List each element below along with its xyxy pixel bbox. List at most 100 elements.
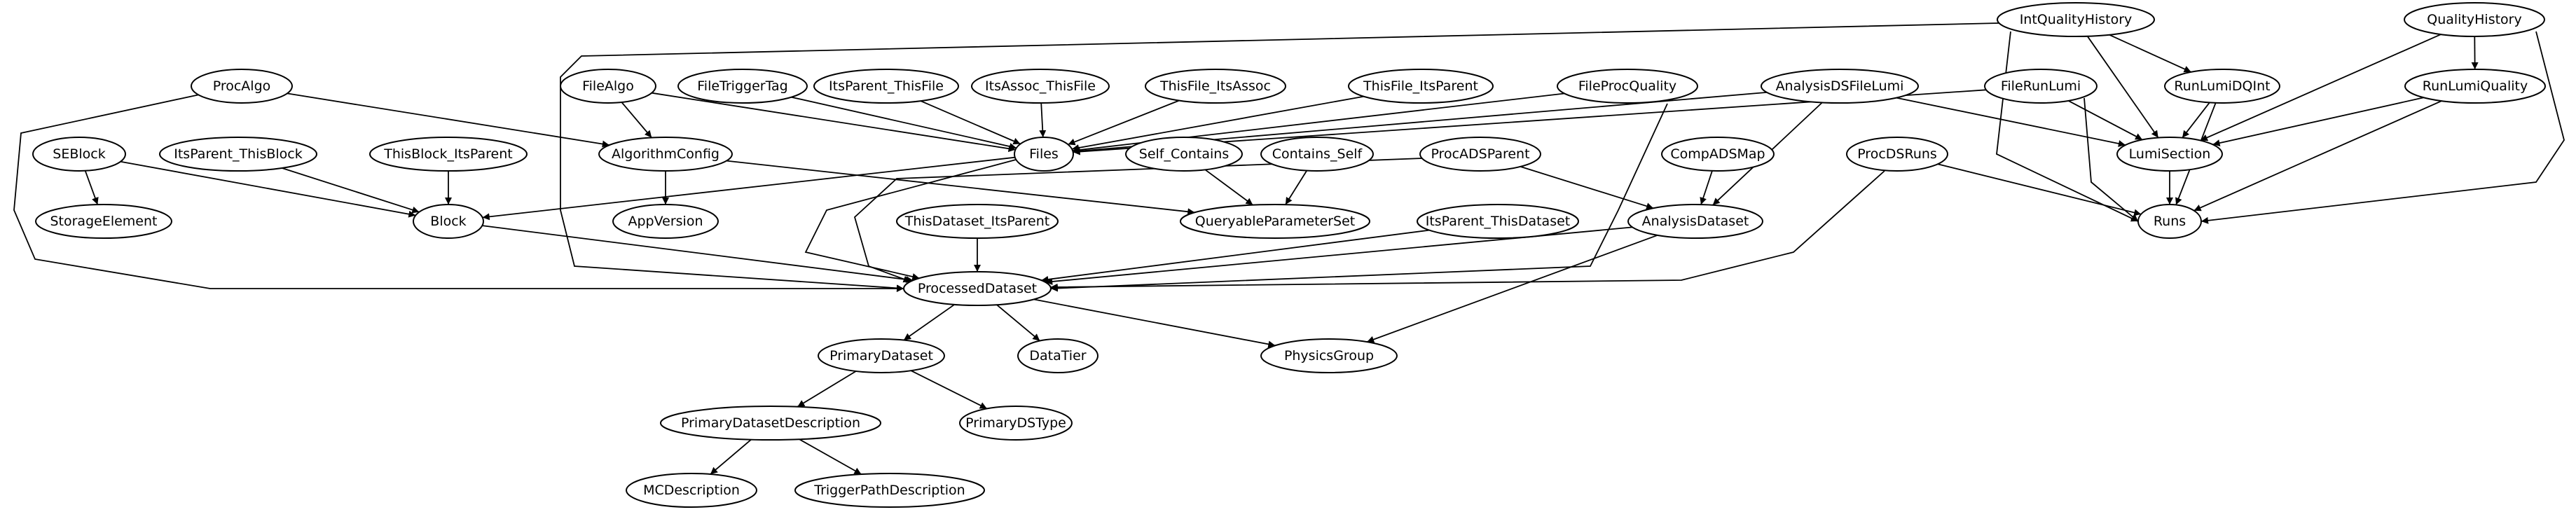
edge-procdsruns-to-runs: [1937, 163, 2142, 216]
node-datatier[interactable]: DataTier: [1017, 338, 1098, 373]
node-triggerpathdescription[interactable]: TriggerPathDescription: [794, 473, 985, 508]
node-ellipse: [159, 137, 317, 172]
node-ellipse: [2116, 137, 2223, 172]
edge-contains-self-to-queryableparameterset: [1285, 170, 1308, 205]
node-procadsparent[interactable]: ProcADSParent: [1419, 137, 1541, 172]
node-ellipse: [1260, 137, 1374, 172]
node-fileprocquality[interactable]: FileProcQuality: [1557, 69, 1698, 104]
node-thisblock-itsparent[interactable]: ThisBlock_ItsParent: [369, 137, 528, 172]
node-thisdataset-itsparent[interactable]: ThisDataset_ItsParent: [896, 204, 1059, 239]
node-thisfile-itsparent[interactable]: ThisFile_ItsParent: [1348, 69, 1494, 104]
node-runlumiquality[interactable]: RunLumiQuality: [2404, 69, 2546, 104]
edge-runlumidqint-to-lumisection: [2182, 102, 2210, 139]
node-label: AnalysisDSFileLumi: [1776, 78, 1904, 94]
edge-line: [282, 167, 420, 214]
edge-line: [726, 160, 1195, 216]
edge-line: [1366, 234, 1658, 343]
node-filetriggertag[interactable]: FileTriggerTag: [677, 69, 808, 104]
node-mcdescription[interactable]: MCDescription: [626, 473, 757, 508]
edge-intqualityhistory-to-processeddataset: [560, 22, 1999, 292]
edge-compadsmap-to-analysisdataset: [1700, 170, 1713, 205]
node-filerunlumi[interactable]: FileRunLumi: [1984, 69, 2098, 104]
node-label: Contains_Self: [1272, 146, 1363, 162]
node-analysisdataset[interactable]: AnalysisDataset: [1627, 204, 1763, 239]
edge-intqualityhistory-to-runlumidqint: [2109, 34, 2191, 73]
node-ellipse: [1419, 137, 1541, 172]
node-procdsruns[interactable]: ProcDSRuns: [1846, 137, 1948, 172]
node-ellipse: [369, 137, 528, 172]
edge-seblock-to-block: [120, 160, 416, 218]
node-label: ProcAlgo: [213, 78, 271, 94]
node-label: Runs: [2154, 214, 2186, 229]
node-thisfile-itsassoc[interactable]: ThisFile_ItsAssoc: [1145, 69, 1286, 104]
node-itsparent-thisdataset[interactable]: ItsParent_ThisDataset: [1417, 204, 1579, 239]
node-algorithmconfig[interactable]: AlgorithmConfig: [598, 137, 733, 172]
node-ellipse: [1145, 69, 1286, 104]
edge-line: [910, 370, 988, 410]
node-intqualityhistory[interactable]: IntQualityHistory: [1997, 2, 2155, 37]
node-label: IntQualityHistory: [2020, 12, 2133, 27]
node-physicsgroup[interactable]: PhysicsGroup: [1260, 338, 1398, 373]
node-ellipse: [2164, 69, 2280, 104]
node-label: CompADSMap: [1670, 146, 1765, 162]
node-seblock[interactable]: SEBlock: [32, 137, 126, 172]
node-block[interactable]: Block: [413, 204, 484, 239]
node-label: FileProcQuality: [1578, 78, 1676, 94]
edge-procalgo-to-algorithmconfig: [287, 92, 609, 148]
node-compadsmap[interactable]: CompADSMap: [1661, 137, 1775, 172]
node-itsassoc-thisfile[interactable]: ItsAssoc_ThisFile: [971, 69, 1110, 104]
node-itsparent-thisblock[interactable]: ItsParent_ThisBlock: [159, 137, 317, 172]
edge-line: [2109, 34, 2191, 73]
node-primarydataset[interactable]: PrimaryDataset: [818, 338, 945, 373]
node-ellipse: [1017, 338, 1098, 373]
node-procalgo[interactable]: ProcAlgo: [191, 69, 293, 104]
node-lumisection[interactable]: LumiSection: [2116, 137, 2223, 172]
node-self-contains[interactable]: Self_Contains: [1125, 137, 1243, 172]
edge-processeddataset-to-datatier: [996, 304, 1040, 342]
edge-filerunlumi-to-runs: [2083, 97, 2139, 222]
node-processeddataset[interactable]: ProcessedDataset: [903, 271, 1052, 306]
edge-line: [996, 304, 1040, 342]
node-label: StorageElement: [50, 214, 157, 229]
node-runlumidqint[interactable]: RunLumiDQInt: [2164, 69, 2280, 104]
node-qualityhistory[interactable]: QualityHistory: [2404, 2, 2545, 37]
node-runs[interactable]: Runs: [2137, 204, 2202, 239]
node-itsparent-thisfile[interactable]: ItsParent_ThisFile: [813, 69, 959, 104]
node-ellipse: [794, 473, 985, 508]
node-label: MCDescription: [643, 483, 740, 498]
node-ellipse: [612, 204, 719, 239]
node-ellipse: [818, 338, 945, 373]
node-ellipse: [1997, 2, 2155, 37]
node-appversion[interactable]: AppVersion: [612, 204, 719, 239]
node-storageelement[interactable]: StorageElement: [35, 204, 172, 239]
node-analysisdsfilelumi[interactable]: AnalysisDSFileLumi: [1761, 69, 1919, 104]
node-ellipse: [560, 69, 656, 104]
node-label: AppVersion: [628, 214, 703, 229]
node-label: ItsAssoc_ThisFile: [985, 78, 1096, 94]
node-label: PrimaryDataset: [829, 348, 933, 364]
edge-line: [482, 156, 1015, 221]
node-primarydatasetdescription[interactable]: PrimaryDatasetDescription: [660, 406, 881, 441]
node-label: PrimaryDSType: [965, 415, 1066, 431]
edge-runlumiquality-to-runs: [2193, 100, 2442, 212]
edge-line: [2200, 34, 2441, 141]
edge-line: [1700, 170, 1713, 205]
node-contains-self[interactable]: Contains_Self: [1260, 137, 1374, 172]
edge-line: [791, 96, 1017, 150]
edge-line: [1041, 229, 1430, 283]
node-label: FileTriggerTag: [697, 78, 787, 94]
node-label: ThisBlock_ItsParent: [383, 146, 513, 162]
node-files[interactable]: Files: [1014, 137, 1074, 172]
node-filealgo[interactable]: FileAlgo: [560, 69, 656, 104]
edge-primarydatasetdescription-to-mcdescription: [710, 438, 752, 475]
node-label: AlgorithmConfig: [612, 146, 719, 162]
node-ellipse: [626, 473, 757, 508]
node-ellipse: [1846, 137, 1948, 172]
node-ellipse: [660, 406, 881, 441]
edge-line: [2200, 31, 2565, 224]
node-queryableparameterset[interactable]: QueryableParameterSet: [1180, 204, 1370, 239]
edge-line: [1204, 169, 1253, 206]
edge-line: [920, 100, 1021, 145]
node-primarydstype[interactable]: PrimaryDSType: [959, 406, 1073, 441]
